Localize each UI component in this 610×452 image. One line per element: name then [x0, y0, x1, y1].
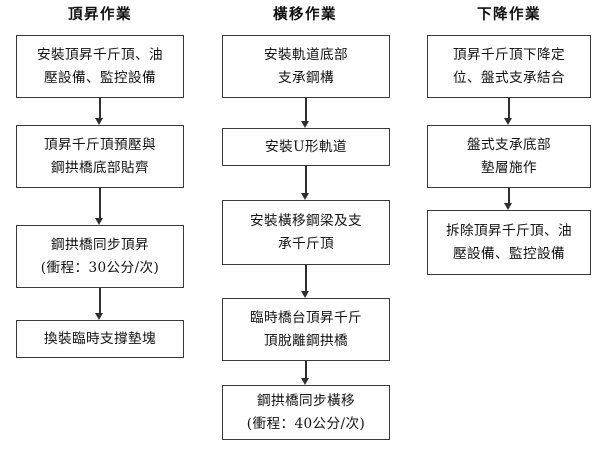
process-node-label: 臨時橋台頂昇千斤 頂脫離鋼拱橋 — [250, 309, 362, 349]
process-node-traverse-1[interactable]: 安裝軌道底部 支承鋼構 — [222, 35, 390, 98]
process-node-label: 安裝U形軌道 — [265, 138, 347, 155]
connector-line-lifting-2 — [99, 188, 101, 219]
process-node-traverse-4[interactable]: 臨時橋台頂昇千斤 頂脫離鋼拱橋 — [222, 298, 390, 361]
connector-line-traverse-1 — [305, 98, 307, 122]
connector-line-lifting-1 — [99, 98, 101, 119]
process-node-lifting-4[interactable]: 換裝臨時支撐墊塊 — [16, 320, 184, 358]
connector-line-traverse-2 — [305, 166, 307, 194]
process-node-label: 鋼拱橋同步橫移 (衝程：40公分/次) — [246, 392, 366, 432]
process-node-lifting-2[interactable]: 頂昇千斤頂預壓與 鋼拱橋底部貼齊 — [16, 125, 184, 188]
process-node-label: 盤式支承底部 墊層施作 — [467, 136, 551, 176]
connector-line-traverse-4 — [305, 361, 307, 379]
column-title-lifting: 頂昇作業 — [68, 6, 132, 23]
connector-line-traverse-3 — [305, 265, 307, 292]
process-node-lowering-2[interactable]: 盤式支承底部 墊層施作 — [427, 125, 591, 188]
connector-arrowhead-traverse-3 — [301, 290, 310, 298]
connector-arrowhead-lowering-1 — [504, 117, 513, 125]
process-node-lifting-1[interactable]: 安裝頂昇千斤頂、油 壓設備、監控設備 — [16, 35, 184, 98]
connector-arrowhead-lowering-2 — [504, 202, 513, 210]
process-node-label: 頂昇千斤頂下降定 位、盤式支承結合 — [453, 46, 565, 86]
connector-arrowhead-lifting-3 — [95, 312, 104, 320]
process-node-label: 換裝臨時支撐墊塊 — [44, 330, 156, 347]
column-title-traverse: 橫移作業 — [273, 6, 337, 23]
connector-arrowhead-traverse-1 — [301, 120, 310, 128]
process-node-label: 安裝軌道底部 支承鋼構 — [264, 46, 348, 86]
connector-line-lowering-1 — [508, 98, 510, 119]
connector-line-lifting-3 — [99, 288, 101, 314]
column-title-lowering: 下降作業 — [477, 6, 541, 23]
process-node-traverse-5[interactable]: 鋼拱橋同步橫移 (衝程：40公分/次) — [222, 385, 390, 440]
process-node-lifting-3[interactable]: 鋼拱橋同步頂昇 (衝程：30公分/次) — [16, 225, 184, 288]
process-node-traverse-2[interactable]: 安裝U形軌道 — [222, 128, 390, 166]
process-node-label: 頂昇千斤頂預壓與 鋼拱橋底部貼齊 — [44, 136, 156, 176]
connector-arrowhead-lifting-2 — [95, 217, 104, 225]
process-node-label: 拆除頂昇千斤頂、油 壓設備、監控設備 — [446, 222, 572, 262]
connector-arrowhead-traverse-4 — [301, 377, 310, 385]
process-node-label: 安裝橫移鋼梁及支 承千斤頂 — [250, 212, 362, 252]
process-node-label: 鋼拱橋同步頂昇 (衝程：30公分/次) — [40, 236, 160, 276]
process-node-lowering-1[interactable]: 頂昇千斤頂下降定 位、盤式支承結合 — [427, 35, 591, 98]
connector-arrowhead-traverse-2 — [301, 192, 310, 200]
process-node-lowering-3[interactable]: 拆除頂昇千斤頂、油 壓設備、監控設備 — [427, 210, 591, 275]
process-node-label: 安裝頂昇千斤頂、油 壓設備、監控設備 — [37, 46, 163, 86]
connector-arrowhead-lifting-1 — [95, 117, 104, 125]
connector-line-lowering-2 — [508, 188, 510, 204]
process-node-traverse-3[interactable]: 安裝橫移鋼梁及支 承千斤頂 — [222, 200, 390, 265]
